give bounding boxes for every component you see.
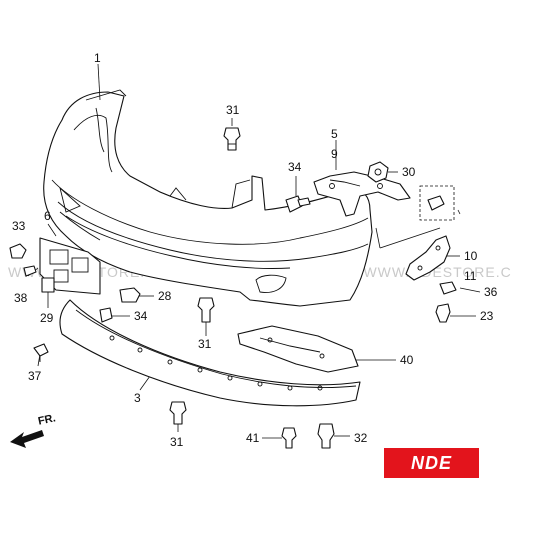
callout-5: 5 (331, 127, 338, 141)
callout-40: 40 (400, 353, 414, 367)
callout-41: 41 (246, 431, 260, 445)
bumper-cover (43, 89, 373, 307)
bolt-34-upper (285, 195, 311, 213)
bolt-23 (435, 303, 451, 323)
clip-29 (41, 277, 55, 293)
callout-6: 6 (44, 209, 51, 223)
callout-37: 37 (28, 369, 42, 383)
nut-30 (367, 161, 389, 183)
clip-33 (9, 243, 27, 259)
lower-spoiler-3 (59, 299, 361, 407)
callout-23: 23 (480, 309, 494, 323)
callout-31: 31 (226, 103, 240, 117)
callout-3: 3 (134, 391, 141, 405)
callout-1: 1 (94, 51, 101, 65)
callout-38: 38 (14, 291, 28, 305)
undercover-40 (237, 325, 359, 373)
callout-29: 29 (40, 311, 54, 325)
callout-31-middle: 31 (198, 337, 212, 351)
screw-38 (23, 265, 37, 277)
callout-10: 10 (464, 249, 478, 263)
clip-31-middle (197, 297, 215, 323)
callout-11: 11 (464, 269, 477, 283)
part-28 (119, 287, 141, 303)
leader-lines (27, 63, 481, 439)
callout-9: 9 (331, 147, 338, 161)
callout-28: 28 (158, 289, 172, 303)
callout-34-lower: 34 (134, 309, 148, 323)
bracket-10-11 (405, 235, 451, 281)
callouts: 1 31 5 9 34 30 33 6 38 29 28 34 31 10 11… (12, 51, 498, 449)
callout-34: 34 (288, 160, 302, 174)
callout-30: 30 (402, 165, 416, 179)
clip-31-top (223, 127, 241, 151)
front-direction-arrow-icon (10, 430, 44, 448)
screw-36 (439, 281, 457, 295)
clip-41 (281, 427, 297, 449)
clip-31-bottom (169, 401, 187, 425)
clip-32 (317, 423, 335, 449)
license-bracket-6 (39, 237, 101, 295)
bolt-34-lower (99, 307, 113, 323)
brand-badge: NDE (384, 448, 479, 478)
callout-32: 32 (354, 431, 368, 445)
callout-31-bottom: 31 (170, 435, 184, 449)
detail-box (419, 185, 461, 221)
callout-33: 33 (12, 219, 26, 233)
callout-36: 36 (484, 285, 498, 299)
screw-37 (33, 343, 49, 362)
bracket-5-9 (313, 171, 411, 217)
